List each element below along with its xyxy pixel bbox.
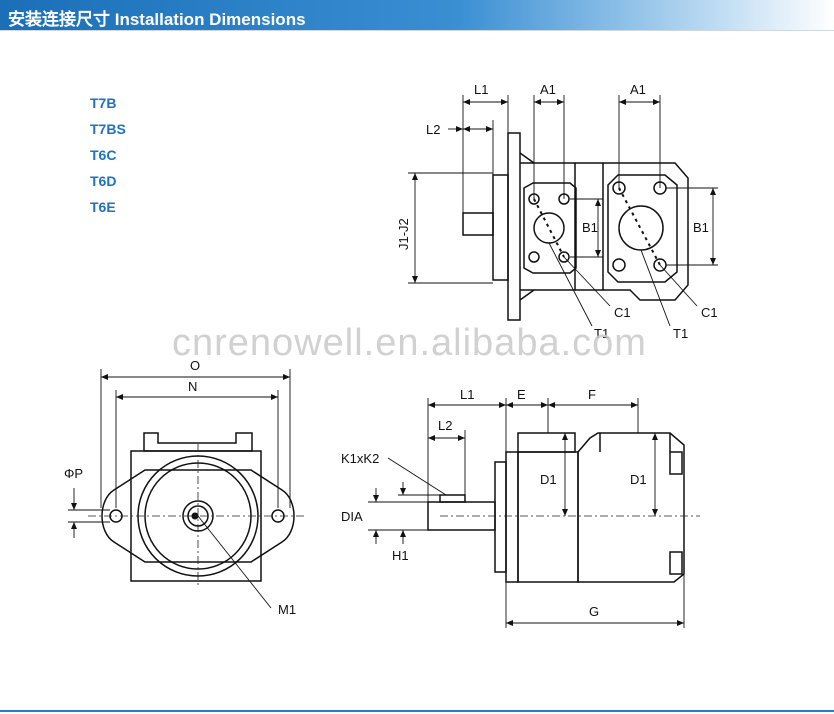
dim-label-t1-front: T1 — [594, 326, 609, 341]
dim-label-d1-front: D1 — [540, 472, 557, 487]
rear-cap-detail — [669, 451, 683, 475]
model-item: T6C — [90, 147, 117, 163]
port-plate-front — [523, 182, 577, 274]
dim-label-t1-rear: T1 — [673, 326, 688, 341]
dim-label-c1-rear: C1 — [701, 305, 718, 320]
middle-body — [575, 162, 604, 291]
dim-label-m1: M1 — [278, 602, 296, 617]
shaft-boss — [492, 174, 509, 281]
port-rear — [618, 205, 664, 251]
dim-label-a1-rear: A1 — [630, 82, 646, 97]
dim-label-d1-rear: D1 — [630, 472, 647, 487]
port-front — [533, 212, 565, 244]
rear-cover — [603, 162, 689, 301]
dim-label-b1-rear: B1 — [693, 220, 709, 235]
dim-label-p: ΦP — [64, 466, 83, 481]
dim-label-e: E — [517, 387, 526, 402]
dim-label-l2: L2 — [438, 418, 452, 433]
model-item: T7B — [90, 95, 117, 111]
dim-label-c1-front: C1 — [614, 305, 631, 320]
header-divider — [0, 30, 834, 31]
dim-label-g: G — [589, 604, 599, 619]
model-list: T7B T7BS T6C T6D T6E — [90, 94, 126, 224]
dim-label-l2: L2 — [426, 122, 440, 137]
port-bolt-diagonal — [618, 187, 661, 266]
rear-port-boss — [599, 433, 671, 452]
front-body — [520, 162, 576, 291]
dim-label-o: O — [190, 358, 200, 373]
top-side-view: L1 L2 A1 A1 B1 B1 J1-J2 C1 — [396, 82, 718, 341]
dim-label-l1: L1 — [474, 82, 488, 97]
model-item: T6D — [90, 173, 117, 189]
shaft — [462, 212, 494, 236]
dim-label-l1: L1 — [460, 387, 474, 402]
dim-label-b1-front: B1 — [582, 220, 598, 235]
watermark: cnrenowell.en.alibaba.com — [172, 322, 647, 364]
dim-label-k1k2: K1xK2 — [341, 451, 379, 466]
front-view: O N ΦP M1 — [64, 358, 306, 617]
pilot — [494, 461, 507, 573]
mounting-flange — [505, 451, 519, 583]
front-port-boss — [517, 432, 576, 453]
header-bar: 安装连接尺寸 Installation Dimensions — [0, 0, 834, 30]
dim-label-h1: H1 — [392, 548, 409, 563]
dim-label-n: N — [188, 379, 197, 394]
header-title: 安装连接尺寸 Installation Dimensions — [8, 10, 306, 29]
dim-label-j1j2: J1-J2 — [396, 218, 411, 250]
footer-divider — [0, 710, 834, 712]
rear-body — [577, 432, 685, 583]
dim-label-dia: DIA — [341, 509, 363, 524]
dim-label-a1-front: A1 — [540, 82, 556, 97]
model-item: T7BS — [90, 121, 126, 137]
mounting-flange — [507, 132, 521, 321]
flange-chamfer — [519, 152, 535, 301]
shaft-key — [439, 494, 466, 503]
port-plate-rear — [607, 174, 678, 283]
side-view: L1 L2 E F D1 D1 G K1xK2 DIA — [341, 387, 700, 628]
dim-label-f: F — [588, 387, 596, 402]
model-item: T6E — [90, 199, 116, 215]
rear-cap-detail — [669, 551, 683, 575]
port-bolt-diagonal — [533, 198, 565, 258]
